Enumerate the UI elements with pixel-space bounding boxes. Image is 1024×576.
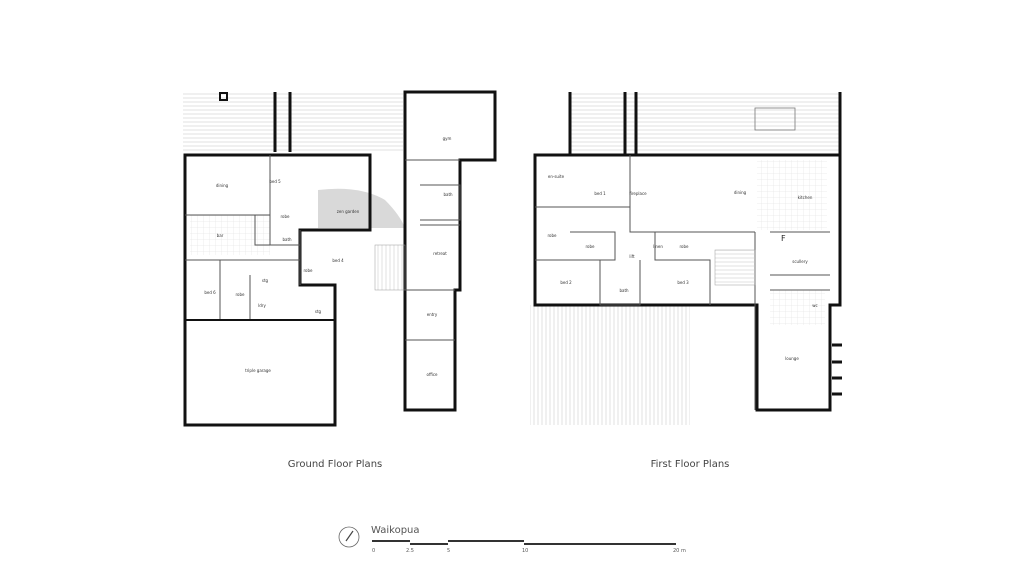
room-label: retreat [433,251,447,256]
room-label: bed 3 [677,280,689,285]
room-label: entry [427,312,438,317]
room-label: stg [262,278,269,283]
room-label: robe [280,214,290,219]
outdoor-table [754,107,796,131]
room-label: triple garage [245,368,271,373]
room-label: lift [629,254,635,259]
first-lower-deck [530,305,690,425]
scale-tick: 2.5 [406,548,414,554]
chimney [219,92,228,101]
project-title: Waikopua [371,525,420,536]
room-label: gym [443,136,452,141]
room-label: kitchen [798,195,813,200]
zen-garden-area [318,188,405,228]
room-label: bath [619,288,629,293]
room-label: lounge [785,356,799,361]
room-label: dining [216,183,229,188]
scale-tick: 0 [372,548,375,554]
scale-tick: 20 m [673,548,686,554]
room-label: bath [282,237,292,242]
ground-floor-caption: Ground Floor Plans [288,459,383,470]
fridge-label: F [781,234,786,243]
first-floor-caption: First Floor Plans [651,459,730,470]
room-label: zen garden [337,209,360,214]
garage-area [184,319,336,426]
ground-floor-plan: dining bed 5 zen garden robe bar bath be… [183,90,497,427]
room-label: bath [443,192,453,197]
room-label: scullery [792,259,808,264]
first-stairs [714,249,756,286]
room-label: bed 4 [332,258,344,263]
ground-deck [183,92,403,152]
scale-bar: Waikopua 0 2.5 5 10 20 m [338,525,686,554]
room-label: bed 6 [204,290,216,295]
room-label: ldry [258,303,266,308]
room-label: robe [679,244,689,249]
room-label: fireplace [629,191,647,196]
room-label: robe [547,233,557,238]
scale-tick: 10 [522,548,528,554]
room-label: dining [734,190,747,195]
first-floor-plan: en-suite bed 1 fireplace dining kitchen … [530,92,842,425]
scale-tick: 5 [447,548,450,554]
room-label: office [427,372,439,377]
room-label: linen [653,244,663,249]
room-label: bed 1 [594,191,606,196]
north-arrow-icon [338,526,360,548]
room-label: robe [303,268,313,273]
room-label: bed 5 [269,179,281,184]
room-label: bar [217,233,224,238]
room-label: robe [585,244,595,249]
room-label: stg [315,309,322,314]
room-label: robe [235,292,245,297]
first-deck [570,92,840,154]
room-label: en-suite [548,174,565,179]
room-label: wc [812,303,817,308]
ground-stairs [374,244,406,291]
room-label: bed 2 [560,280,572,285]
